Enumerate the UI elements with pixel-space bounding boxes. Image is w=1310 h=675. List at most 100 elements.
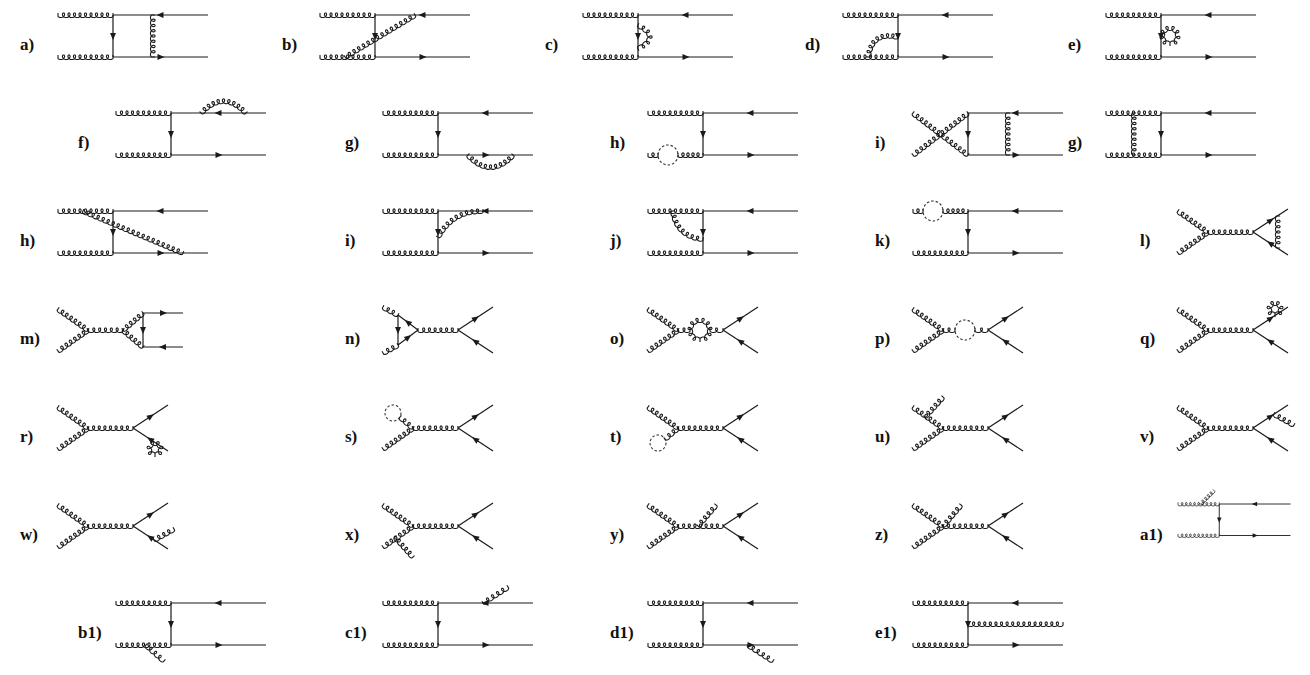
gluon-line: [1005, 113, 1010, 155]
gluon-line: [943, 426, 988, 431]
feynman-graph: [912, 307, 1023, 353]
gluon-line: [943, 209, 968, 214]
arrowhead: [1266, 218, 1273, 224]
gluon-line: [1178, 534, 1219, 537]
panel-label: g): [1068, 133, 1082, 153]
fermion-line: [1253, 330, 1288, 353]
gluon-line: [57, 328, 89, 352]
gluon-line: [912, 328, 944, 352]
panel-label: o): [610, 329, 624, 349]
gluon-line: [150, 15, 155, 57]
gluon-line: [116, 601, 171, 606]
gluon-line: [382, 426, 414, 450]
ghost-loop: [658, 145, 678, 165]
gluon-line: [467, 154, 514, 170]
gluon-line: [436, 209, 483, 238]
arrowhead: [737, 535, 744, 541]
gluon-line: [57, 405, 89, 429]
panel-label: d1): [610, 623, 634, 643]
arrowhead: [158, 250, 165, 256]
gluon-line: [912, 307, 944, 331]
feynman-graph: [1177, 209, 1288, 255]
panel-label: b): [282, 35, 297, 55]
panel-label: x): [345, 525, 359, 545]
feynman-graph: [913, 201, 1063, 256]
feynman-graph: [383, 585, 533, 648]
arrowhead: [483, 152, 490, 158]
panel-label: g): [345, 133, 359, 153]
fermion-line: [723, 503, 758, 526]
panel-label: u): [875, 427, 890, 447]
arrowhead: [635, 33, 641, 40]
gluon-line: [199, 99, 247, 114]
fermion-line: [988, 330, 1023, 353]
arrowhead: [146, 414, 153, 420]
arrowhead: [146, 512, 153, 518]
gluon-line: [1177, 426, 1209, 450]
feynman-graph: [57, 405, 168, 457]
gluon-line: [344, 13, 416, 58]
arrowhead: [1217, 518, 1222, 523]
gluon-line: [482, 585, 509, 604]
arrowhead: [748, 250, 755, 256]
gluon-line: [968, 622, 1063, 627]
gluon-line: [648, 643, 703, 648]
panel-label: h): [20, 231, 35, 251]
arrowhead: [1013, 152, 1020, 158]
fermion-line: [133, 405, 168, 428]
arrowhead: [747, 600, 754, 606]
gluon-line: [912, 426, 944, 450]
gluon-line: [382, 343, 399, 354]
arrowhead: [1266, 414, 1273, 420]
arrowhead: [747, 208, 754, 214]
gluon-line: [913, 251, 968, 256]
arrowhead: [1002, 339, 1009, 345]
fermion-line: [1253, 307, 1288, 330]
arrowhead: [1001, 414, 1008, 420]
arrowhead: [168, 621, 174, 628]
gluon-line: [116, 643, 171, 648]
arrowhead: [943, 54, 950, 60]
gluon-line: [1177, 230, 1209, 254]
feynman-graph: [912, 110, 1063, 158]
arrowhead: [110, 33, 116, 40]
gluon-line: [664, 426, 679, 440]
arrowhead: [395, 327, 401, 334]
gluon-line: [1208, 328, 1253, 333]
gluon-line: [320, 55, 375, 60]
panel-label: e1): [875, 623, 897, 643]
gluon-line: [648, 153, 658, 158]
gluon-line: [82, 209, 183, 255]
panel-label: l): [1140, 231, 1150, 251]
fermion-line: [988, 503, 1023, 526]
gluon-line: [923, 396, 944, 418]
gluon-line: [583, 13, 638, 18]
gluon-line: [413, 524, 458, 529]
arrowhead: [736, 414, 743, 420]
fermion-line: [458, 428, 493, 451]
arrowhead: [420, 54, 427, 60]
arrowhead: [1002, 535, 1009, 541]
arrowhead: [435, 131, 441, 138]
fermion-line: [988, 526, 1023, 549]
arrowhead: [216, 152, 223, 158]
arrowhead: [472, 535, 479, 541]
gluon-line: [710, 328, 723, 333]
feynman-graph: [1106, 110, 1256, 158]
gluon-line: [145, 643, 165, 662]
gluon-line: [116, 153, 171, 158]
feynman-graph: [116, 99, 266, 158]
gluon-line: [1160, 26, 1180, 46]
arrowhead: [700, 131, 706, 138]
ghost-loop: [650, 435, 666, 451]
panel-label: k): [875, 231, 890, 251]
gluon-line: [57, 503, 89, 527]
gluon-line: [1267, 302, 1283, 317]
feynman-graph: [647, 405, 758, 451]
gluon-line: [648, 111, 703, 116]
gluon-line: [57, 426, 89, 450]
gluon-line: [583, 55, 638, 60]
arrowhead: [747, 110, 754, 116]
panel-label: p): [875, 329, 890, 349]
